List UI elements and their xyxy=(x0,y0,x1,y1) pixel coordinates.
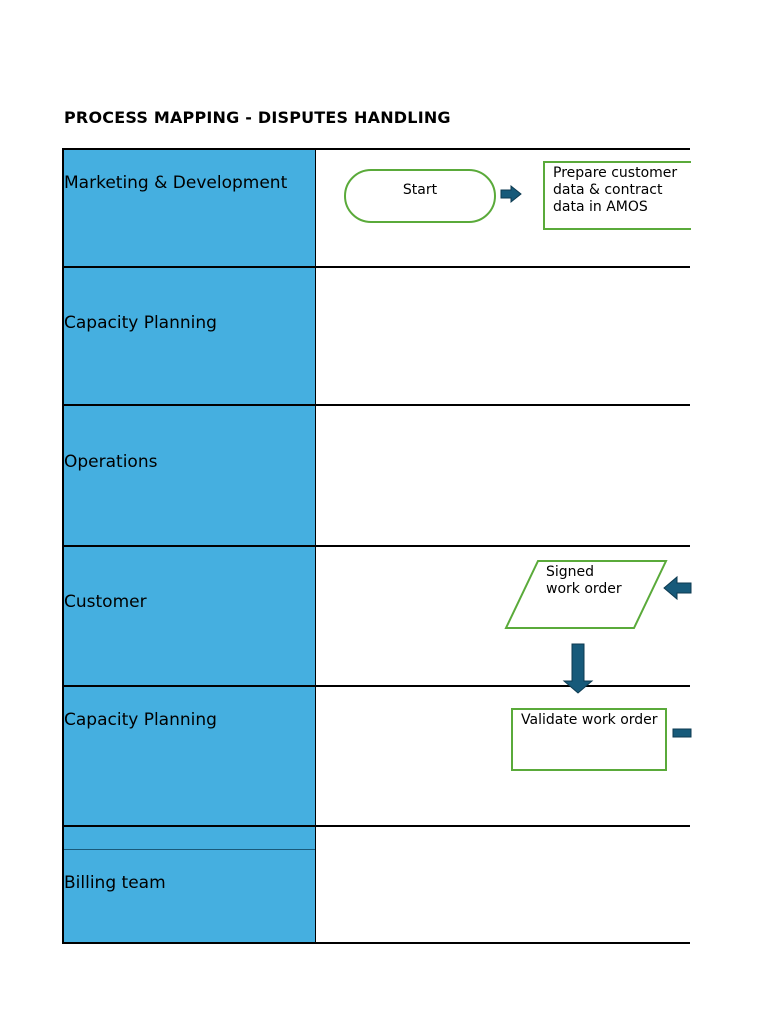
lane-label-text: Operations xyxy=(64,452,158,472)
page-title: PROCESS MAPPING - DISPUTES HANDLING xyxy=(64,108,451,127)
prepare-data-line: Prepare customer xyxy=(553,165,678,181)
arrow-down-icon xyxy=(562,643,594,694)
lane-label-text: Capacity Planning xyxy=(64,313,217,333)
validate-work-order-box[interactable] xyxy=(511,708,667,771)
lane-label-marketing: Marketing & Development xyxy=(63,149,316,267)
arrow-right-stub-icon xyxy=(672,728,692,738)
start-label: Start xyxy=(402,182,438,198)
label-column-border xyxy=(315,148,316,944)
signed-work-order-shape[interactable] xyxy=(504,560,668,629)
lane-label-text: Capacity Planning xyxy=(64,710,217,730)
lane-label-text: Billing team xyxy=(64,873,166,893)
lane-label-capacity-planning: Capacity Planning xyxy=(63,267,316,405)
lane-divider xyxy=(63,404,690,406)
lane-divider xyxy=(63,266,690,268)
lane-divider xyxy=(63,545,690,547)
validate-work-order-label: Validate work order xyxy=(521,712,658,728)
prepare-data-text: Prepare customer data & contract data in… xyxy=(553,165,691,216)
prepare-data-box[interactable] xyxy=(543,161,691,230)
lane-label-customer: Customer xyxy=(63,546,316,686)
lane-divider xyxy=(63,942,690,944)
start-terminator[interactable] xyxy=(344,169,496,223)
arrow-left-icon xyxy=(663,575,692,601)
lane-divider xyxy=(63,825,690,827)
billing-inner-divider xyxy=(63,849,316,850)
signed-work-order-line: Signed xyxy=(546,564,595,580)
prepare-data-line: data & contract xyxy=(553,182,663,198)
lane-divider xyxy=(63,148,690,150)
signed-work-order-text: Signed work order xyxy=(546,564,622,598)
prepare-data-line: data in AMOS xyxy=(553,199,648,215)
lane-label-text: Marketing & Development xyxy=(64,173,288,193)
arrow-right-icon xyxy=(500,184,522,204)
lane-label-operations: Operations xyxy=(63,405,316,546)
left-border xyxy=(62,148,64,944)
signed-work-order-line: work order xyxy=(546,581,622,597)
lane-label-text: Customer xyxy=(64,592,147,612)
lane-divider xyxy=(63,685,690,687)
lane-label-capacity-planning-2: Capacity Planning xyxy=(63,686,316,826)
lane-label-billing-team: Billing team xyxy=(63,826,316,943)
